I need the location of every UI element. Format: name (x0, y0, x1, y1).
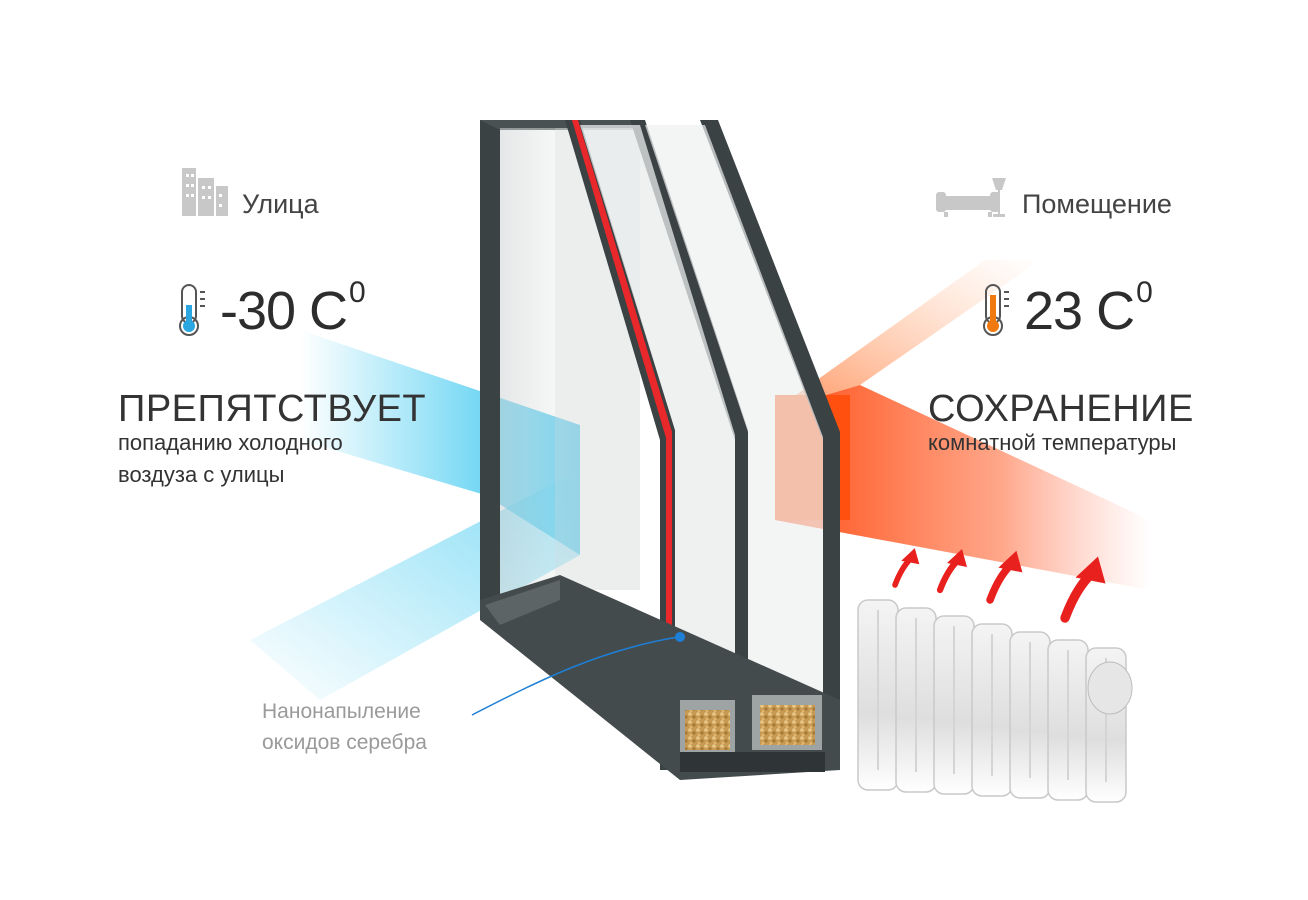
radiator-fin (895, 607, 937, 793)
outside-subtext: попаданию холодного воздуза с улицы (118, 427, 438, 491)
radiator-fin (933, 615, 975, 795)
thermometer-cold-icon (179, 284, 205, 336)
inside-subtext: комнатной температуры (928, 427, 1258, 459)
window-unit (480, 120, 840, 780)
inside-subtext-line1: комнатной температуры (928, 430, 1177, 455)
radiator-fin (857, 599, 899, 791)
coating-callout: Нанонапыление оксидов серебра (262, 696, 482, 758)
inside-label: Помещение (1022, 189, 1172, 219)
heat-arrows (892, 548, 1106, 623)
outside-heading: ПРЕПЯТСТВУЕТ (118, 388, 427, 430)
heat-arrow-head (901, 548, 920, 565)
radiator-fin (1047, 639, 1089, 801)
outside-label: Улица (242, 189, 319, 219)
radiator-valve (1087, 661, 1133, 715)
outside-degree: 0 (349, 276, 366, 309)
inside-temperature: 23 C0 (1024, 276, 1153, 342)
outside-subtext-line1: попаданию холодного (118, 430, 343, 455)
inside-heading: СОХРАНЕНИЕ (928, 388, 1194, 430)
thermometer-warm-icon (983, 284, 1009, 336)
inside-temperature-value: 23 C (1024, 281, 1135, 341)
outside-temperature-value: -30 C (220, 281, 348, 341)
coating-callout-line2: оксидов серебра (262, 731, 427, 754)
radiator-fin (1009, 631, 1051, 799)
outside-subtext-line2: воздуза с улицы (118, 462, 285, 487)
outside-temperature: -30 C0 (220, 276, 366, 342)
heat-arrow-head (998, 550, 1023, 573)
heat-arrow-head (1075, 556, 1106, 584)
sofa-lamp-icon (936, 178, 1006, 217)
radiator-fin (971, 623, 1013, 797)
callout-leader-line (471, 636, 679, 716)
radiator (857, 599, 1133, 803)
inside-degree: 0 (1136, 276, 1153, 309)
buildings-icon (182, 168, 228, 216)
coating-marker-dot (675, 632, 685, 642)
coating-callout-line1: Нанонапыление (262, 700, 421, 723)
heat-arrow-head (947, 549, 967, 567)
